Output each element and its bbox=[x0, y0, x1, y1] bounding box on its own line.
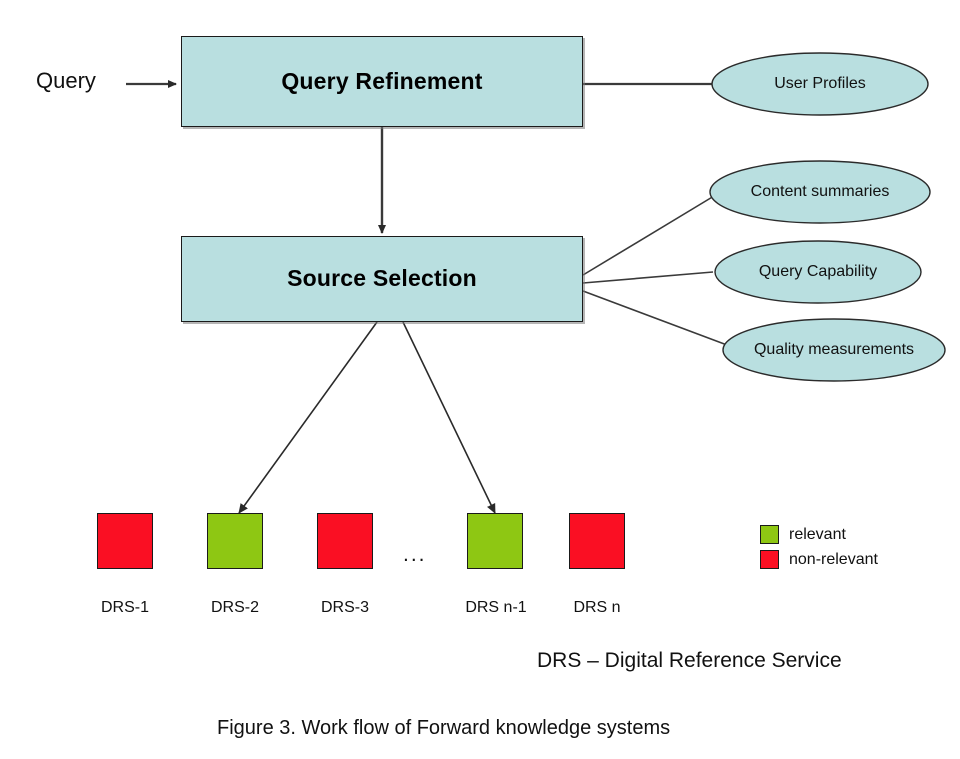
legend-swatch-non-relevant bbox=[760, 550, 779, 569]
legend-item-non-relevant: non-relevant bbox=[760, 549, 878, 570]
drs-abbreviation-note: DRS – Digital Reference Service bbox=[537, 649, 842, 672]
legend-label-relevant: relevant bbox=[789, 525, 846, 543]
process-box-query-refinement-label: Query Refinement bbox=[281, 67, 483, 94]
edge-source-to-drs-2 bbox=[238, 321, 378, 514]
drs-label-drs-1: DRS-1 bbox=[100, 599, 150, 616]
drs-node-drs-2[interactable] bbox=[207, 513, 263, 569]
drs-node-drs-n-1[interactable] bbox=[467, 513, 523, 569]
knowledge-source-quality-measurements-label: Quality measurements bbox=[753, 341, 915, 359]
process-box-query-refinement[interactable] bbox=[181, 36, 583, 127]
drs-node-drs-3[interactable] bbox=[317, 513, 373, 569]
drs-node-drs-n[interactable] bbox=[569, 513, 625, 569]
legend-label-non-relevant: non-relevant bbox=[789, 550, 878, 568]
knowledge-source-content-summaries-label: Content summaries bbox=[750, 183, 890, 201]
legend: relevant non-relevant bbox=[760, 524, 878, 570]
knowledge-source-user-profiles-label: User Profiles bbox=[774, 75, 866, 93]
process-box-source-selection-label: Source Selection bbox=[287, 265, 477, 292]
edge-source-to-content-summaries bbox=[582, 195, 715, 276]
drs-ellipsis: ... bbox=[403, 543, 427, 566]
query-input-label: Query bbox=[36, 68, 96, 93]
drs-label-drs-n: DRS n bbox=[573, 599, 621, 616]
drs-label-drs-n-1: DRS n-1 bbox=[465, 599, 527, 616]
knowledge-source-query-capability-label: Query Capability bbox=[758, 263, 878, 281]
edge-source-to-drs-n-1 bbox=[402, 321, 496, 514]
legend-swatch-relevant bbox=[760, 525, 779, 544]
legend-item-relevant: relevant bbox=[760, 524, 878, 545]
edge-source-to-query-capability bbox=[582, 271, 714, 284]
process-box-source-selection[interactable] bbox=[181, 236, 583, 322]
figure-caption: Figure 3. Work flow of Forward knowledge… bbox=[217, 717, 671, 739]
drs-node-drs-1[interactable] bbox=[97, 513, 153, 569]
drs-label-drs-3: DRS-3 bbox=[320, 599, 370, 616]
edge-source-to-quality-measurements bbox=[582, 290, 728, 346]
drs-label-drs-2: DRS-2 bbox=[210, 599, 260, 616]
